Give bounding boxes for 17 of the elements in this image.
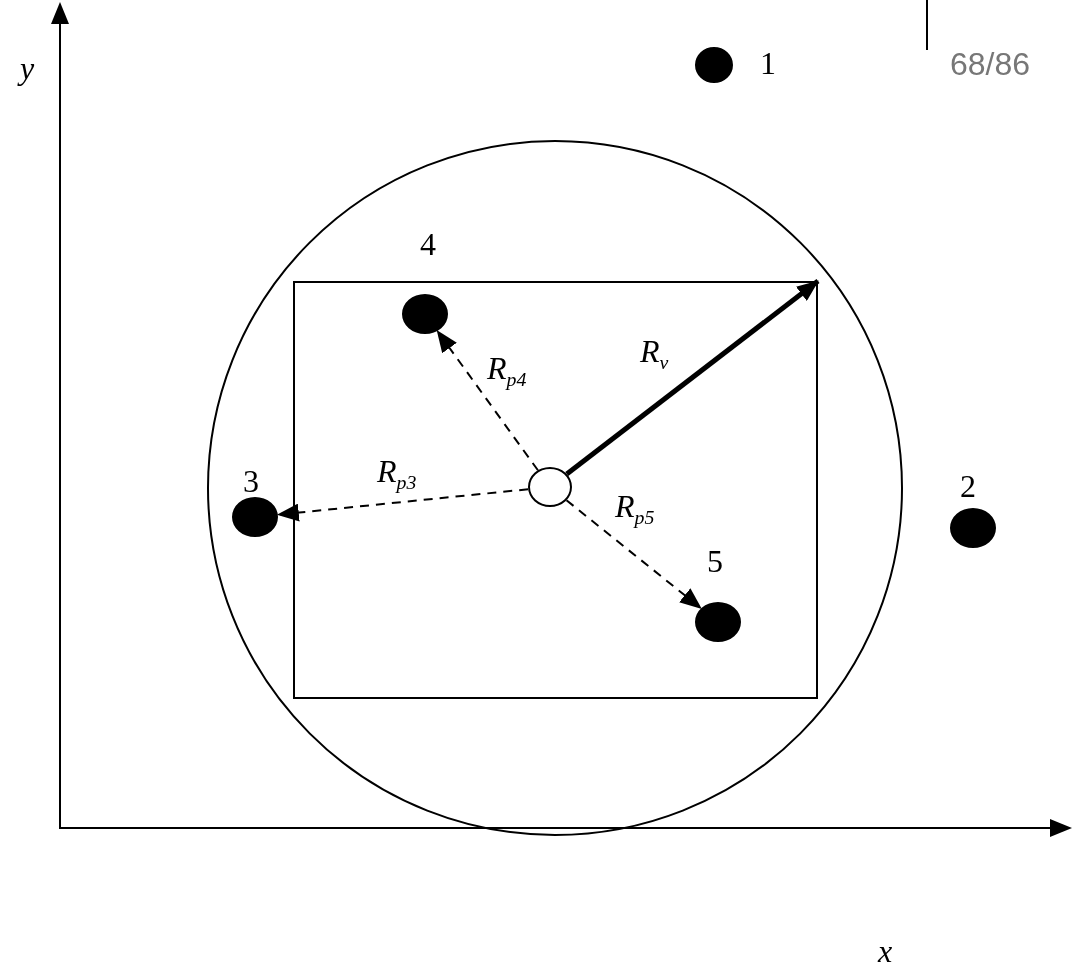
point-number: 3 bbox=[243, 465, 259, 497]
data-point bbox=[402, 294, 448, 334]
arrow bbox=[565, 499, 703, 610]
arrow bbox=[276, 488, 530, 522]
data-point bbox=[950, 508, 996, 548]
center-point bbox=[528, 467, 572, 507]
data-point bbox=[232, 497, 278, 537]
arrow bbox=[436, 329, 539, 472]
point-number: 5 bbox=[707, 545, 723, 577]
arrow bbox=[565, 279, 820, 477]
page-number: 68/86 bbox=[950, 48, 1031, 80]
point-number: 2 bbox=[960, 470, 976, 502]
data-point bbox=[695, 602, 741, 642]
data-point bbox=[695, 47, 733, 83]
axis-label: x bbox=[878, 935, 893, 967]
point-number: 4 bbox=[420, 228, 436, 260]
point-number: 1 bbox=[760, 47, 776, 79]
